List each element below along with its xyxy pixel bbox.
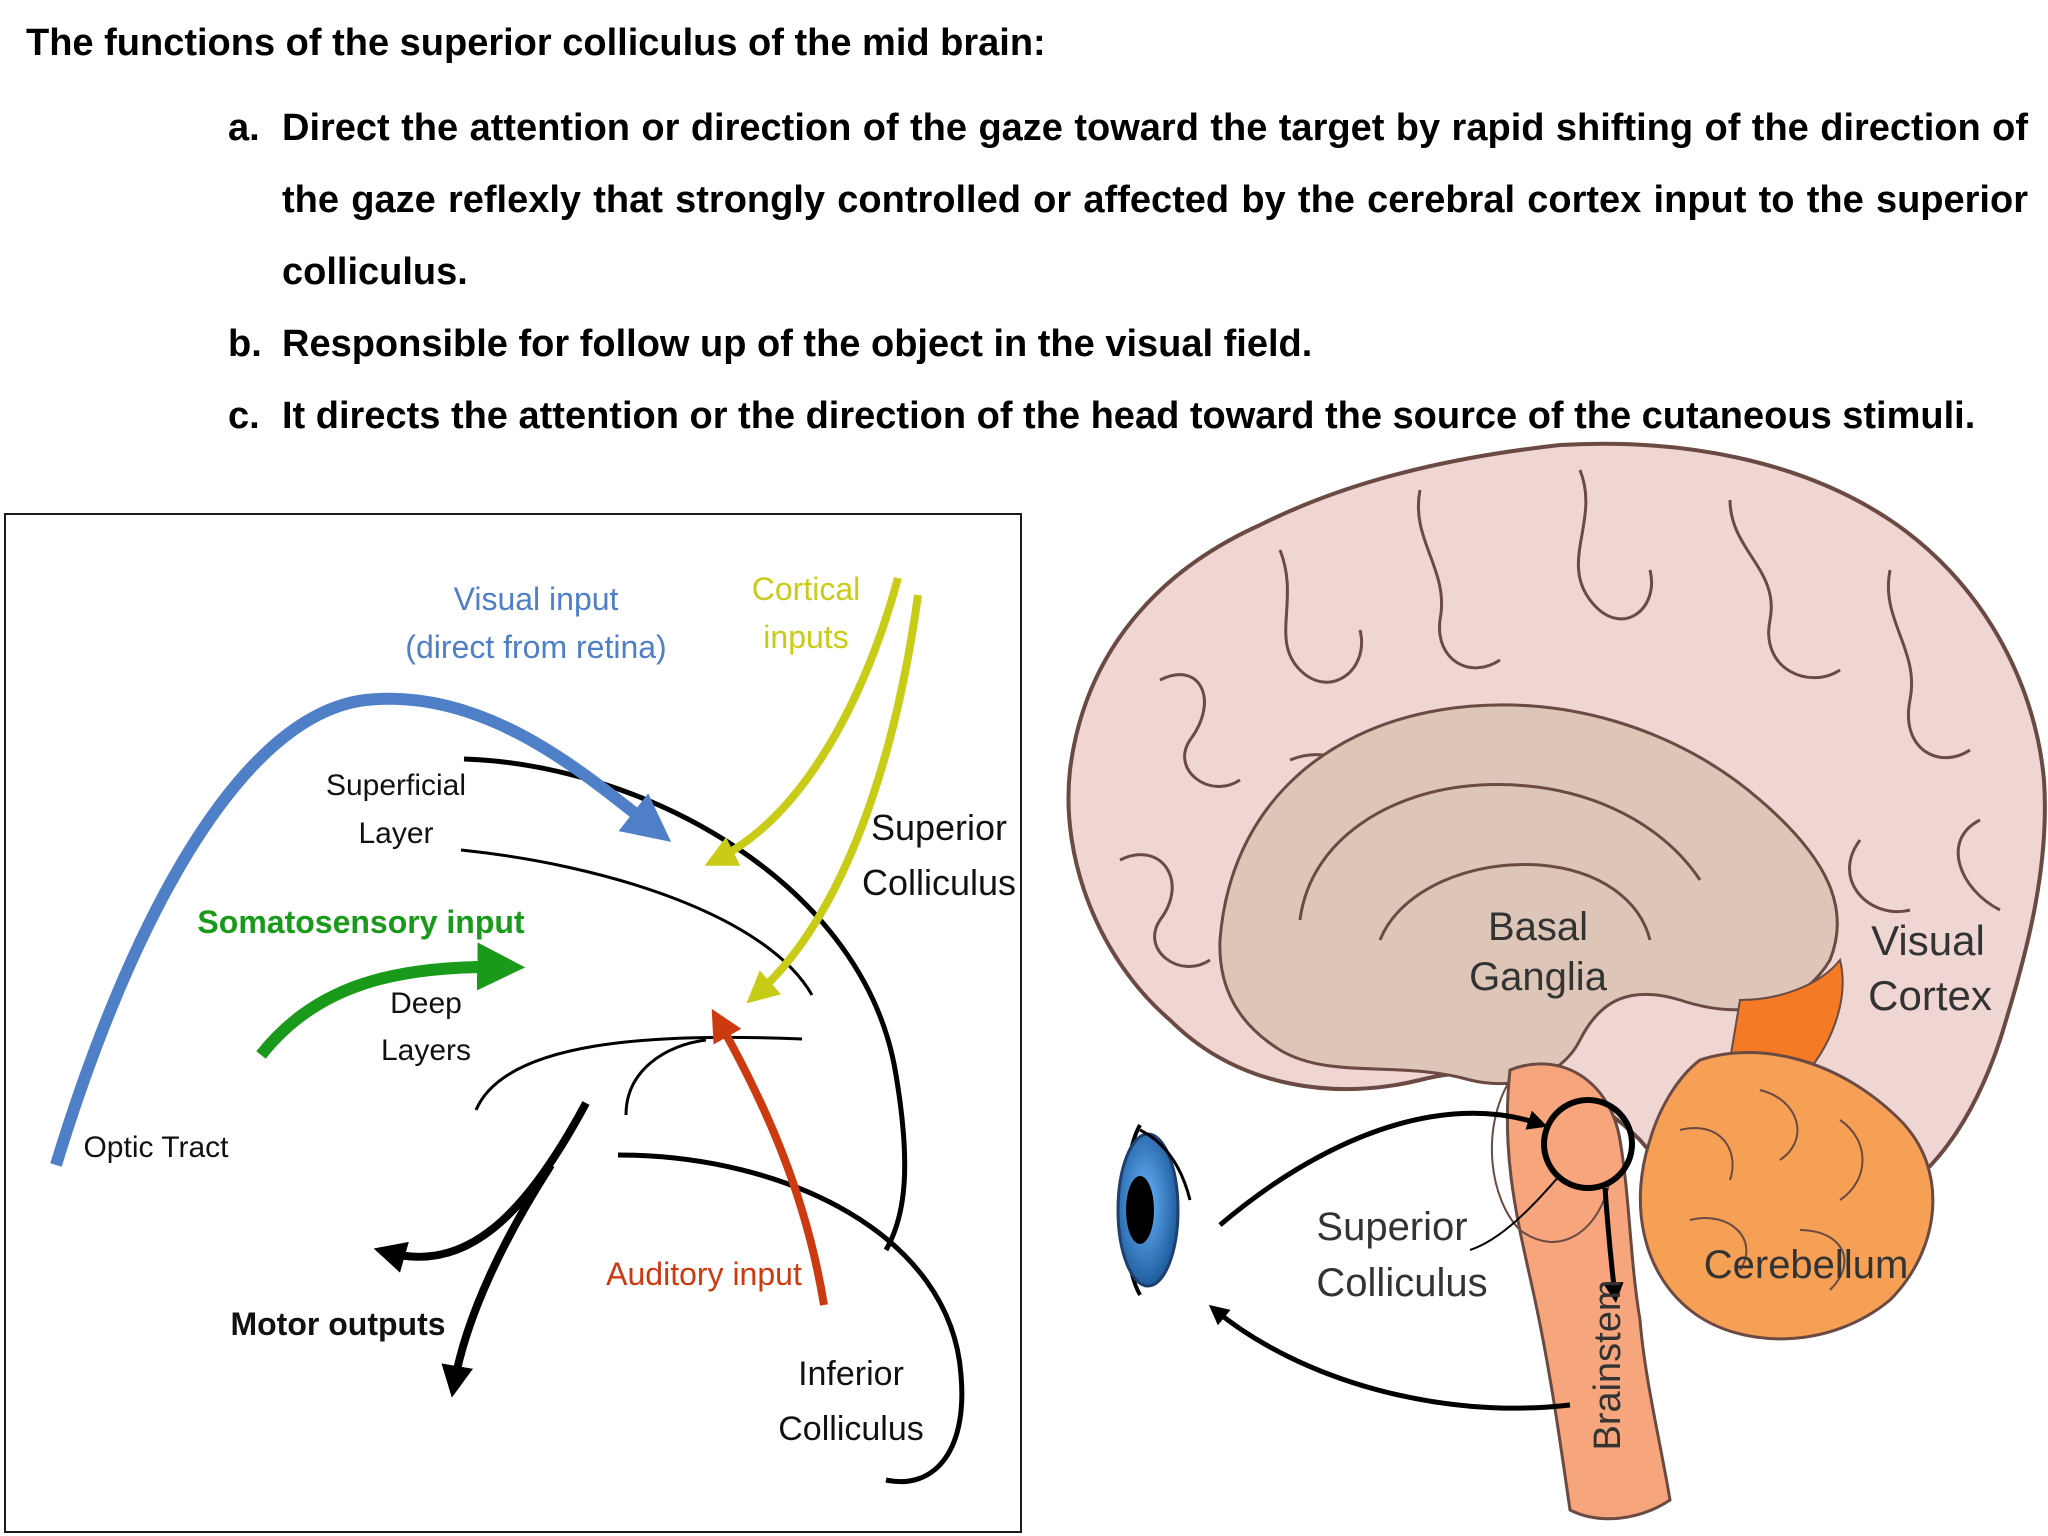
corpus-callosum-fold <box>1298 783 1702 921</box>
cortical-label: Cortical <box>752 571 860 607</box>
midbrain-bulge <box>1490 1079 1611 1243</box>
function-marker: c. <box>228 395 260 437</box>
ganglia-label: Ganglia <box>1469 955 1608 999</box>
visual-input-sublabel: (direct from retina) <box>405 629 666 665</box>
cortical-input-arrow-2 <box>746 594 922 1004</box>
visual-input-arrow <box>50 692 672 1167</box>
function-text: Responsible for follow up of the object … <box>282 323 1313 365</box>
inputs-label: inputs <box>763 619 848 655</box>
eye-icon <box>1116 1124 1192 1296</box>
function-marker: b. <box>228 323 262 365</box>
deep-layer-boundary <box>474 1035 803 1111</box>
cerebellum-label: Cerebellum <box>1704 1243 1909 1287</box>
function-text: It directs the attention or the directio… <box>282 395 1976 437</box>
layers-diagram-svg: Visual input (direct from retina) Cortic… <box>50 571 1016 1485</box>
superior-colliculus-marker <box>1541 1097 1635 1191</box>
optic-tract-label: Optic Tract <box>83 1131 229 1164</box>
functions-list: a. Direct the attention or direction of … <box>228 92 2028 452</box>
superficial-label: Superficial <box>326 769 466 802</box>
colliculus-to-brainstem-arrow <box>1602 1187 1624 1303</box>
auditory-label: Auditory input <box>606 1256 802 1292</box>
basal-label: Basal <box>1488 905 1588 949</box>
motor-output-arrow-1 <box>373 1101 590 1273</box>
visual-label: Visual <box>1871 917 1985 964</box>
visual-input-label: Visual input <box>454 581 619 617</box>
somatosensory-input-arrow <box>256 942 526 1059</box>
motor-outputs-label: Motor outputs <box>230 1306 445 1342</box>
cortex-label: Cortex <box>1868 972 1992 1019</box>
inferior-colliculus-outline <box>617 1152 965 1485</box>
colliculus-leader-line <box>1469 1174 1561 1251</box>
cerebellum-folds <box>1679 1089 1864 1291</box>
cerebellum <box>1638 1051 1935 1341</box>
superior-label: Superior <box>871 807 1007 848</box>
motor-output-arrow-2 <box>441 1162 555 1398</box>
superior-colliculus-label-bottom: Colliculus <box>1316 1261 1487 1305</box>
superior-colliculus-label-top: Superior <box>1316 1205 1467 1249</box>
function-item-a: a. Direct the attention or direction of … <box>228 92 2028 308</box>
function-text: Direct the attention or direction of the… <box>282 107 2028 293</box>
layer-label: Layer <box>358 817 433 850</box>
auditory-input-arrow <box>711 1008 828 1306</box>
retina-to-colliculus-arrow <box>1218 1110 1548 1227</box>
somatosensory-label: Somatosensory input <box>197 904 525 940</box>
deep-layer-inner-line <box>624 1038 707 1116</box>
brainstem <box>1505 1062 1672 1521</box>
page-heading: The functions of the superior colliculus… <box>26 22 1046 64</box>
deep-label: Deep <box>390 987 462 1020</box>
function-item-c: c. It directs the attention or the direc… <box>228 380 2028 452</box>
brain-sagittal-diagram: Basal Ganglia Visual Cortex Superior Col… <box>1040 440 2048 1536</box>
inferior-label: Inferior <box>798 1355 904 1393</box>
inferior-colliculus-label: Colliculus <box>778 1410 924 1448</box>
cortical-input-arrow-1 <box>704 576 902 866</box>
superior-colliculus-layers-diagram: Visual input (direct from retina) Cortic… <box>4 513 1022 1533</box>
colliculus-label: Colliculus <box>862 862 1016 903</box>
function-item-b: b. Responsible for follow up of the obje… <box>228 308 2028 380</box>
thalamus-fold <box>1378 862 1652 941</box>
superior-colliculus-outline <box>463 756 908 1252</box>
brain-diagram-svg: Basal Ganglia Visual Cortex Superior Col… <box>1066 441 2047 1521</box>
layers-label: Layers <box>381 1034 471 1067</box>
brainstem-label: Brainstem <box>1587 1279 1629 1450</box>
function-marker: a. <box>228 107 260 149</box>
brainstem-to-eye-arrow <box>1208 1304 1571 1411</box>
